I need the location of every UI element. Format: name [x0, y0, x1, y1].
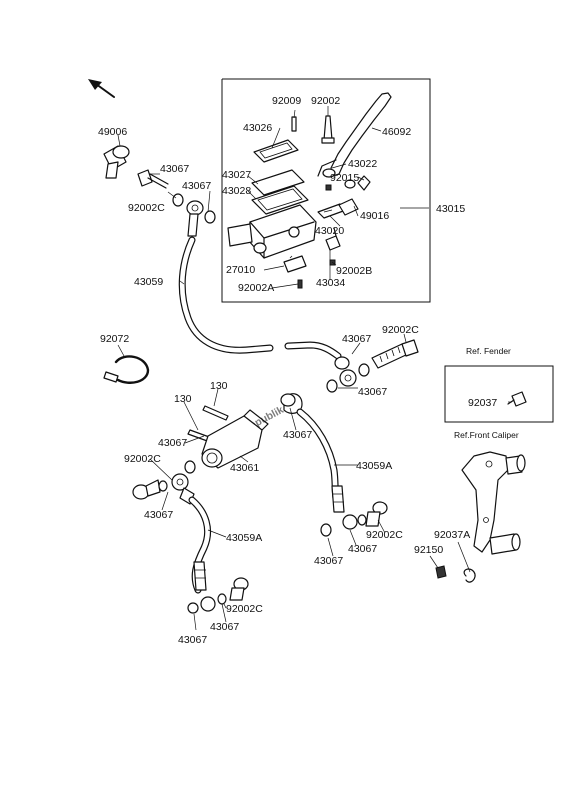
label-49016: 49016 [360, 210, 389, 222]
label-92002c-c: 92002C [124, 453, 161, 465]
label-ref-fender: Ref. Fender [466, 346, 511, 356]
label-92072: 92072 [100, 333, 129, 345]
label-92002a: 92002A [238, 282, 274, 294]
washer-43067-a [172, 193, 184, 207]
label-43067-g: 43067 [144, 509, 173, 521]
washer-43067-d [326, 379, 338, 393]
fender-ref-box [444, 365, 554, 423]
label-43067-h: 43067 [348, 543, 377, 555]
label-43067-j: 43067 [210, 621, 239, 633]
brake-hose-43059a-right [280, 393, 358, 530]
label-43067-f: 43067 [283, 429, 312, 441]
clip-92037a [463, 568, 476, 583]
leader-lines [117, 106, 512, 631]
label-43067-k: 43067 [178, 634, 207, 646]
bolt-92150 [435, 565, 447, 579]
label-43022: 43022 [348, 158, 377, 170]
washer-43067-c [358, 363, 370, 377]
label-43027: 43027 [222, 169, 251, 181]
label-43059a-a: 43059A [356, 460, 392, 472]
label-92150: 92150 [414, 544, 443, 556]
bolt-92002c-left [132, 479, 161, 500]
washer-43067-j [357, 514, 367, 526]
label-92037: 92037 [468, 397, 497, 409]
label-92037a: 92037A [434, 529, 470, 541]
boot-49016 [357, 175, 371, 191]
label-92002b: 92002B [336, 265, 372, 277]
label-92015: 92015 [330, 172, 359, 184]
diaphragm-43028 [251, 185, 309, 215]
pivot-bolt-92002 [321, 115, 335, 144]
washer-43067-h [217, 593, 227, 605]
label-92002c-e: 92002C [226, 603, 263, 615]
label-27010: 27010 [226, 264, 255, 276]
label-92002c-a: 92002C [128, 202, 165, 214]
joint-43061 [201, 409, 269, 469]
switch-27010 [283, 255, 307, 273]
label-43020: 43020 [315, 225, 344, 237]
label-92002: 92002 [311, 95, 340, 107]
o-ring-92015 [344, 179, 356, 189]
bolt-92002c-right [371, 339, 419, 369]
label-43028: 43028 [222, 185, 251, 197]
banjo-fitting-right [339, 369, 357, 387]
clip-92037 [507, 391, 527, 407]
label-43067-b: 43067 [182, 180, 211, 192]
label-43067-i: 43067 [314, 555, 343, 567]
label-49006: 49006 [98, 126, 127, 138]
label-92002c-b: 92002C [382, 324, 419, 336]
hose-clamp-92072 [103, 355, 150, 384]
clamp-43034 [325, 227, 341, 251]
reservoir-cap-43026 [253, 139, 299, 163]
washer-43067-f [158, 480, 168, 492]
label-43059: 43059 [134, 276, 163, 288]
part-labels: 49006 43067 43067 92002C 92009 92002 430… [98, 95, 519, 646]
spring-43022-dot [325, 184, 332, 191]
cap-49006 [103, 145, 130, 179]
banjo-fitting-top [186, 200, 204, 237]
washer-43067-b [204, 210, 216, 224]
label-43067-c: 43067 [342, 333, 371, 345]
brake-hose-43059a-left [188, 496, 216, 612]
bolt-92002c-top [137, 169, 169, 189]
bolt-92002c-bottom-left [229, 577, 249, 601]
label-46092: 46092 [382, 126, 411, 138]
label-130-a: 130 [210, 380, 228, 392]
washer-43067-i [320, 523, 332, 537]
front-direction-arrow [88, 79, 115, 98]
brake-lever-46092 [317, 92, 392, 178]
label-43067-d: 43067 [358, 386, 387, 398]
brake-hose-43059 [178, 236, 350, 370]
master-cylinder-body [227, 204, 317, 259]
front-caliper-bracket [461, 451, 526, 555]
label-92002c-d: 92002C [366, 529, 403, 541]
label-43026: 43026 [243, 122, 272, 134]
diaphragm-plate-43027 [251, 169, 305, 196]
screw-92009 [291, 116, 297, 132]
washer-43067-g [187, 602, 199, 614]
bolts-130 [187, 405, 229, 443]
cup-43022 [338, 198, 359, 216]
label-ref-front-caliper: Ref.Front Caliper [454, 430, 519, 440]
label-43059a-b: 43059A [226, 532, 262, 544]
label-43067-a: 43067 [160, 163, 189, 175]
label-43015: 43015 [436, 203, 465, 215]
label-43034: 43034 [316, 277, 345, 289]
screw-92002a [297, 279, 303, 289]
washer-43067-e [184, 460, 196, 474]
label-92009: 92009 [272, 95, 301, 107]
bolt-92002c-bottom-right [365, 501, 388, 527]
master-cylinder-group-box [221, 78, 431, 303]
label-130-b: 130 [174, 393, 192, 405]
label-43067-e: 43067 [158, 437, 187, 449]
label-43061: 43061 [230, 462, 259, 474]
